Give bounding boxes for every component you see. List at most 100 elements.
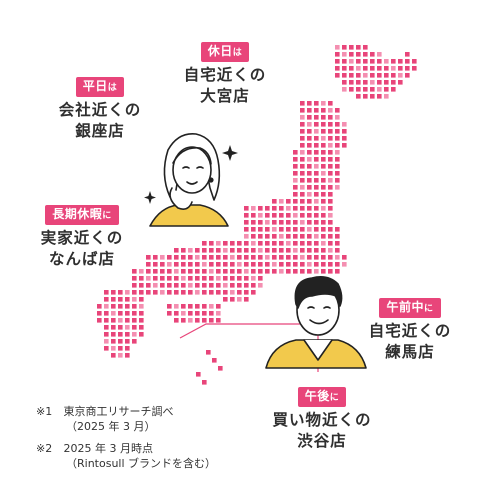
map-dot — [370, 52, 375, 57]
map-dot — [279, 206, 284, 211]
map-dot — [111, 353, 116, 358]
map-dot — [300, 150, 305, 155]
map-dot — [251, 248, 256, 253]
map-dot — [195, 290, 200, 295]
map-dot — [370, 59, 375, 64]
tag-vacation: 長期休暇に — [45, 205, 119, 225]
map-dot — [335, 122, 340, 127]
map-dot — [314, 262, 319, 267]
map-dot — [223, 262, 228, 267]
map-dot — [377, 52, 382, 57]
map-dot — [153, 262, 158, 267]
map-dot — [356, 94, 361, 99]
map-dot — [202, 283, 207, 288]
map-dot — [251, 220, 256, 225]
map-dot — [125, 339, 130, 344]
map-dot — [335, 164, 340, 169]
map-dot — [384, 87, 389, 92]
map-dot — [132, 311, 137, 316]
map-dot — [335, 150, 340, 155]
map-dot — [356, 87, 361, 92]
map-dot — [160, 290, 165, 295]
map-dot — [258, 283, 263, 288]
map-dot — [321, 164, 326, 169]
map-dot — [307, 206, 312, 211]
map-dot — [300, 122, 305, 127]
map-dot — [195, 318, 200, 323]
map-dot — [244, 262, 249, 267]
map-dot — [314, 108, 319, 113]
map-dot — [104, 325, 109, 330]
map-dot — [335, 59, 340, 64]
map-dot — [370, 94, 375, 99]
map-dot — [328, 150, 333, 155]
store-ginza: 会社近くの銀座店 — [58, 101, 142, 140]
map-dot — [405, 52, 410, 57]
map-dot — [335, 45, 340, 50]
map-dot — [153, 283, 158, 288]
map-dot — [328, 157, 333, 162]
tag-weekday: 平日は — [75, 77, 125, 97]
map-dot — [218, 366, 223, 371]
map-dot — [258, 227, 263, 232]
map-dot — [314, 157, 319, 162]
map-dot — [412, 66, 417, 71]
map-dot — [377, 59, 382, 64]
map-dot — [398, 80, 403, 85]
map-dot — [188, 311, 193, 316]
map-dot — [223, 290, 228, 295]
map-dot — [321, 157, 326, 162]
map-dot — [118, 339, 123, 344]
map-dot — [321, 108, 326, 113]
map-dot — [307, 213, 312, 218]
map-dot — [202, 290, 207, 295]
map-dot — [118, 325, 123, 330]
map-dot — [314, 171, 319, 176]
map-dot — [307, 101, 312, 106]
map-dot — [342, 66, 347, 71]
map-dot — [328, 108, 333, 113]
map-dot — [146, 283, 151, 288]
map-dot — [321, 171, 326, 176]
map-dot — [216, 304, 221, 309]
map-dot — [223, 248, 228, 253]
map-dot — [202, 304, 207, 309]
map-dot — [342, 52, 347, 57]
map-dot — [314, 115, 319, 120]
map-dot — [314, 269, 319, 274]
map-dot — [251, 206, 256, 211]
map-dot — [342, 45, 347, 50]
store-namba: 実家近くのなんば店 — [40, 229, 124, 268]
map-dot — [328, 262, 333, 267]
map-dot — [293, 206, 298, 211]
map-dot — [265, 220, 270, 225]
map-dot — [251, 255, 256, 260]
map-dot — [356, 59, 361, 64]
map-dot — [279, 227, 284, 232]
map-dot — [230, 255, 235, 260]
store-nerima: 自宅近くの練馬店 — [368, 322, 452, 361]
map-dot — [300, 227, 305, 232]
map-dot — [363, 59, 368, 64]
map-dot — [125, 346, 130, 351]
sparkle-icon — [222, 145, 238, 161]
map-dot — [314, 241, 319, 246]
map-dot — [300, 185, 305, 190]
map-dot — [314, 255, 319, 260]
map-dot — [125, 311, 130, 316]
map-dot — [300, 157, 305, 162]
map-dot — [398, 59, 403, 64]
map-dot — [307, 248, 312, 253]
map-dot — [209, 241, 214, 246]
map-dot — [342, 143, 347, 148]
map-dot — [293, 269, 298, 274]
map-dot — [314, 220, 319, 225]
map-dot — [314, 178, 319, 183]
map-dot — [307, 262, 312, 267]
map-dot — [174, 318, 179, 323]
map-dot — [321, 234, 326, 239]
map-dot — [216, 283, 221, 288]
map-dot — [104, 297, 109, 302]
map-dot — [321, 213, 326, 218]
map-dot — [188, 290, 193, 295]
